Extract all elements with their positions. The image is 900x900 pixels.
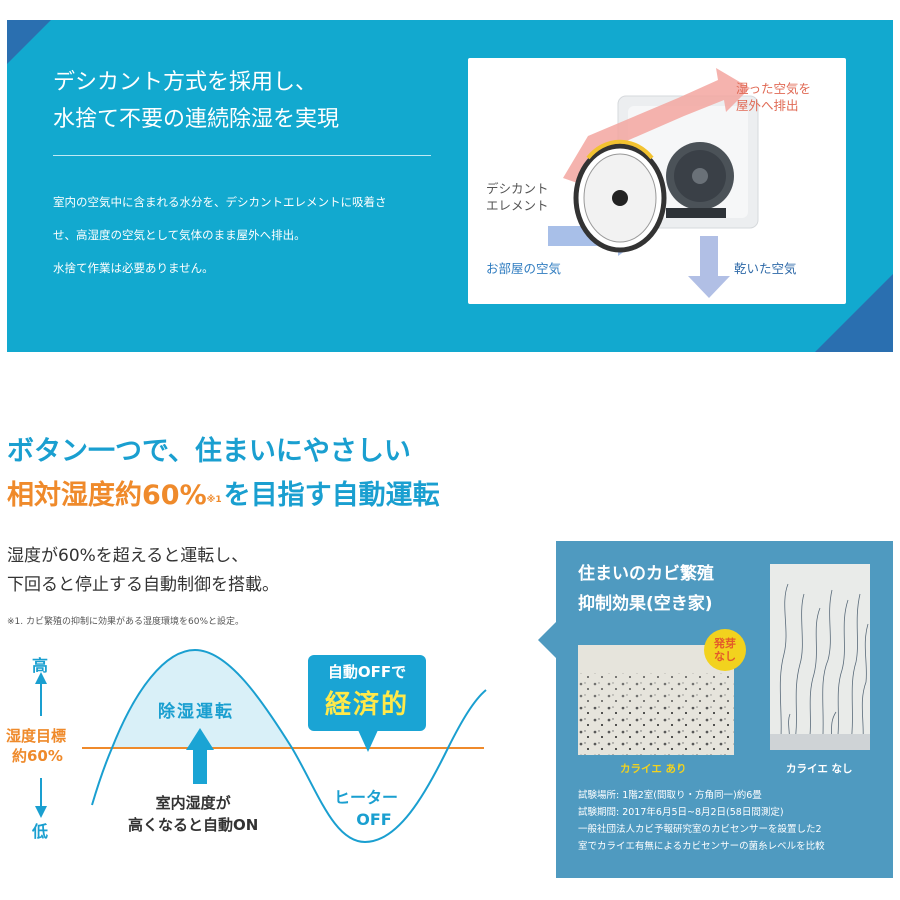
main-headline: ボタン一つで、住まいにやさしい 相対湿度約60%※1を目指す自動運転 bbox=[7, 430, 440, 518]
mold-panel-pointer bbox=[538, 622, 556, 658]
mold-panel-title: 住まいのカビ繁殖 抑制効果(空き家) bbox=[578, 559, 714, 619]
banner-description-line: 水捨て作業は必要ありません。 bbox=[53, 261, 214, 275]
headline-line1: ボタン一つで、住まいにやさしい bbox=[7, 436, 411, 467]
feature-description: 湿度が60%を超えると運転し、 下回ると停止する自動制御を搭載。 bbox=[7, 542, 279, 600]
test-conditions-line: 一般社団法人カビ予報研究室のカビセンサーを設置した2 bbox=[578, 824, 822, 835]
wet-air-label-line: 屋外へ排出 bbox=[736, 98, 799, 113]
footnote: ※1. カビ繁殖の抑制に効果がある湿度環境を60%と設定。 bbox=[7, 617, 244, 627]
mold-test-panel: 住まいのカビ繁殖 抑制効果(空き家) 発芽 なし bbox=[556, 541, 893, 878]
test-conditions-line: 試験期間: 2017年6月5日~8月2日(58日間測定) bbox=[578, 807, 784, 818]
callout-big-text: 経済的 bbox=[324, 690, 409, 720]
graph-low-label: 低 bbox=[32, 822, 49, 841]
heater-off-label: ヒーター OFF bbox=[334, 787, 398, 831]
mold-panel-title-line: 抑制効果(空き家) bbox=[578, 594, 713, 614]
feature-banner: デシカント方式を採用し、 水捨て不要の連続除湿を実現 室内の空気中に含まれる水分… bbox=[7, 20, 893, 352]
banner-description: 室内の空気中に含まれる水分を、デシカントエレメントに吸着さ せ、高湿度の空気とし… bbox=[53, 186, 443, 285]
banner-title-line: デシカント方式を採用し、 bbox=[53, 70, 318, 95]
badge-line: 発芽 bbox=[714, 637, 736, 650]
headline-humidity: 相対湿度約60% bbox=[7, 480, 207, 511]
dry-air-label: 乾いた空気 bbox=[734, 261, 797, 276]
desiccant-diagram: 湿った空気を 屋外へ排出 デシカント エレメント お部屋の空気 乾いた空気 bbox=[468, 58, 846, 304]
auto-on-label: 室内湿度が 高くなると自動ON bbox=[128, 792, 258, 836]
test-conditions-line: 室でカライエ有無によるカビセンサーの菌糸レベルを比較 bbox=[578, 841, 825, 852]
headline-footnote-mark: ※1 bbox=[206, 495, 222, 505]
graph-target-label: 湿度目標 約60% bbox=[6, 726, 66, 766]
wet-air-label-line: 湿った空気を bbox=[736, 81, 812, 96]
humidity-cycle-graph bbox=[35, 648, 487, 844]
no-germination-badge: 発芽 なし bbox=[704, 629, 746, 671]
desiccant-diagram-illustration bbox=[548, 68, 759, 298]
auto-off-callout: 自動OFFで 経済的 bbox=[308, 655, 426, 731]
banner-divider bbox=[53, 155, 431, 156]
caption-without-karaie: カライエ なし bbox=[786, 763, 853, 775]
heater-off-label-line: OFF bbox=[356, 810, 392, 829]
heater-off-label-line: ヒーター bbox=[334, 788, 399, 807]
auto-on-label-line: 高くなると自動ON bbox=[128, 816, 259, 834]
caption-with-karaie: カライエ あり bbox=[620, 763, 687, 775]
graph-target-label-line: 湿度目標 bbox=[6, 727, 67, 745]
headline-line2-rest: を目指す自動運転 bbox=[223, 480, 440, 511]
feature-description-line: 下回ると停止する自動制御を搭載。 bbox=[7, 575, 279, 595]
wet-air-label: 湿った空気を 屋外へ排出 bbox=[736, 80, 811, 114]
photo-without-karaie bbox=[770, 564, 870, 750]
test-conditions-line: 試験場所: 1階2室(間取り・方角同一)約6畳 bbox=[578, 790, 762, 801]
mold-panel-title-line: 住まいのカビ繁殖 bbox=[578, 564, 714, 584]
graph-high-label: 高 bbox=[32, 656, 49, 675]
banner-corner-decoration bbox=[7, 20, 51, 64]
callout-small-text: 自動OFFで bbox=[327, 663, 407, 681]
desiccant-element-label-line: デシカント bbox=[486, 181, 549, 196]
test-conditions: 試験場所: 1階2室(間取り・方角同一)約6畳 試験期間: 2017年6月5日~… bbox=[578, 787, 825, 855]
graph-target-label-line: 約60% bbox=[12, 747, 63, 765]
desiccant-element-label: デシカント エレメント bbox=[486, 180, 549, 214]
banner-title-line: 水捨て不要の連続除湿を実現 bbox=[53, 107, 340, 132]
dehumidify-label: 除湿運転 bbox=[158, 702, 234, 722]
mold-growth-image bbox=[770, 564, 870, 750]
auto-on-label-line: 室内湿度が bbox=[155, 794, 231, 812]
badge-line: なし bbox=[714, 650, 736, 663]
desiccant-element-label-line: エレメント bbox=[486, 198, 549, 213]
banner-title: デシカント方式を採用し、 水捨て不要の連続除湿を実現 bbox=[53, 64, 339, 138]
banner-description-line: 室内の空気中に含まれる水分を、デシカントエレメントに吸着さ bbox=[53, 195, 387, 209]
banner-description-line: せ、高湿度の空気として気体のまま屋外へ排出。 bbox=[53, 228, 306, 242]
room-air-label: お部屋の空気 bbox=[486, 261, 562, 276]
feature-description-line: 湿度が60%を超えると運転し、 bbox=[7, 546, 249, 566]
